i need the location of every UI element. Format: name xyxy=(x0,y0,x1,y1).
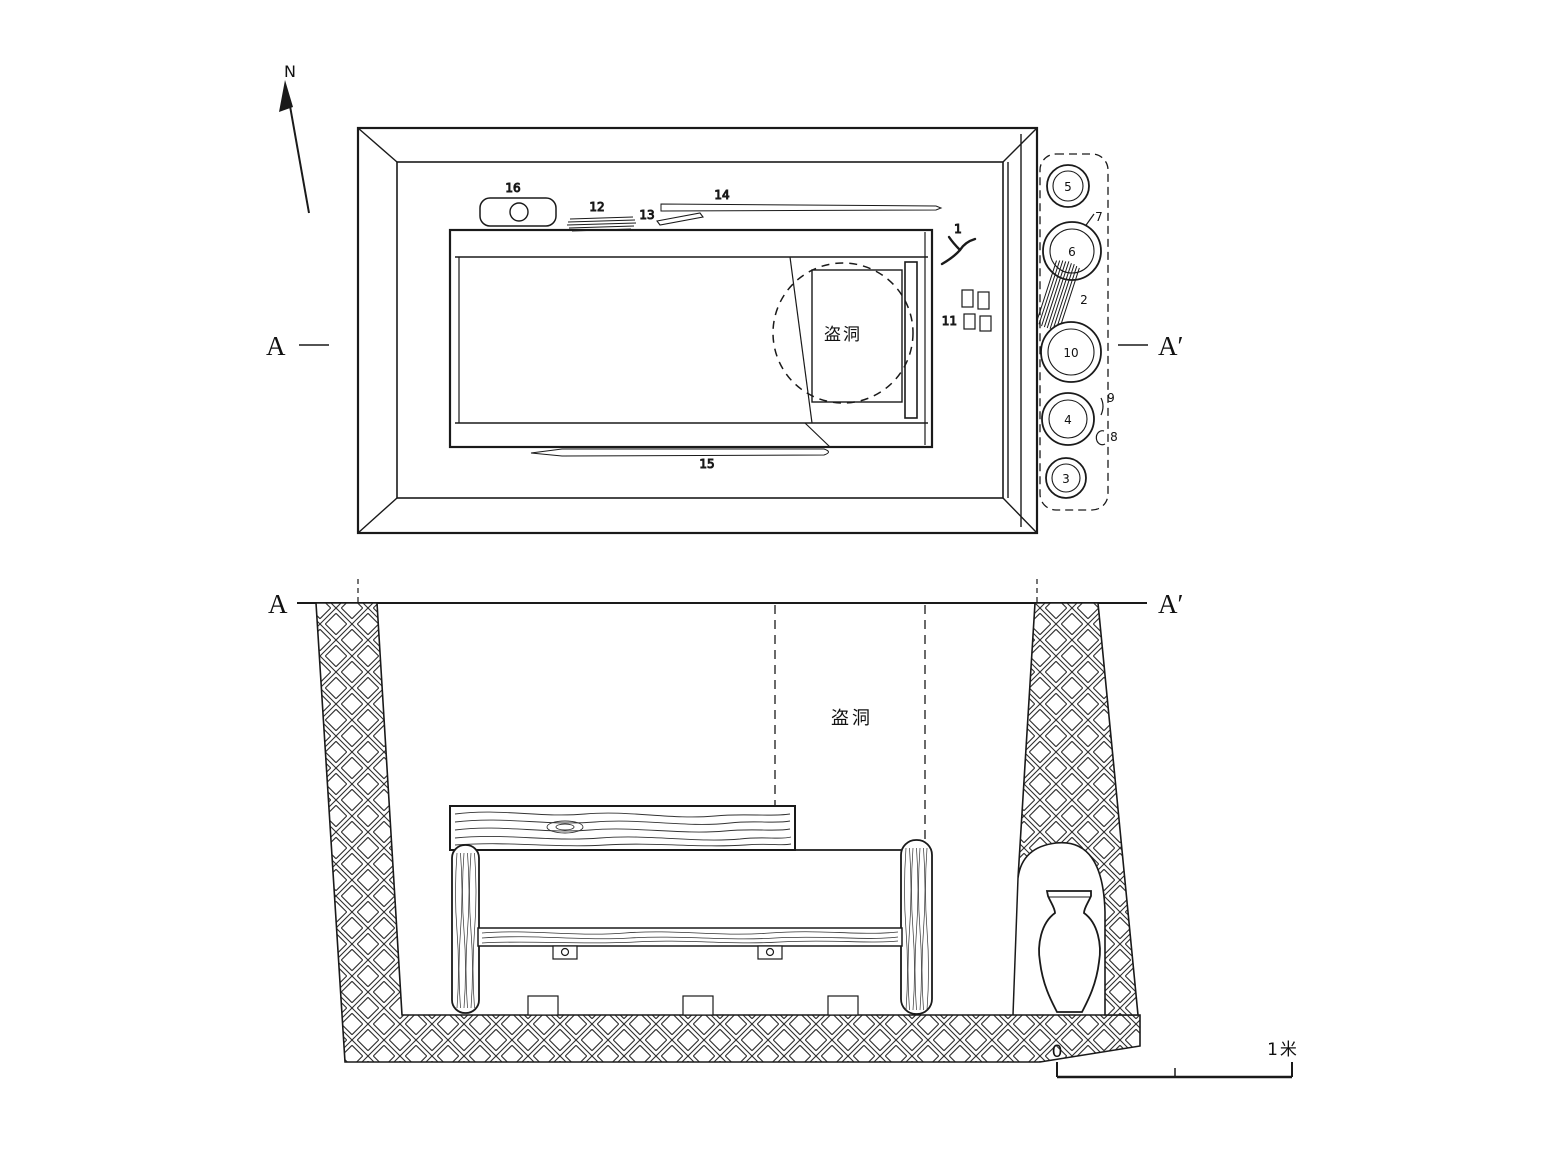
vessel-3 xyxy=(1045,457,1087,499)
robber-hole-dashed-circle xyxy=(772,262,914,404)
vessel-5-label: 5 xyxy=(1064,180,1072,194)
item-2-label: 2 xyxy=(1080,293,1088,307)
floor-plank-grain xyxy=(481,931,899,944)
end-board-right-grain xyxy=(904,847,929,1011)
item-9-label: 9 xyxy=(1107,391,1115,405)
niche-dashed-outline xyxy=(1039,153,1109,511)
coffin-section xyxy=(449,805,933,1016)
vessel-3-label: 3 xyxy=(1062,472,1070,486)
vessel-6 xyxy=(1042,221,1102,281)
section-view: A A′ 盗洞 xyxy=(268,579,1183,1063)
coffin-end-board-right xyxy=(900,839,933,1015)
artifact-16-label: 16 xyxy=(505,181,520,195)
plan-view: 盗洞 16 12 13 14 xyxy=(266,126,1183,535)
artifact-15 xyxy=(530,448,829,457)
plan-marker-left: A xyxy=(266,331,286,361)
earth-left-and-floor xyxy=(315,602,1141,1063)
lid-broken-edge xyxy=(789,256,813,424)
robber-hole-label-section: 盗洞 xyxy=(831,708,873,729)
floor-support-blocks xyxy=(552,945,783,960)
artifact-11 xyxy=(961,289,992,332)
lid-wood-grain xyxy=(454,811,792,847)
plan-marker-right: A′ xyxy=(1158,331,1183,361)
niche-left-edge xyxy=(1012,877,1019,1016)
vessel-5 xyxy=(1046,164,1090,208)
vessel-jar xyxy=(1038,890,1101,1013)
artifact-11-label: 11 xyxy=(942,314,957,328)
coffin-end-board-left xyxy=(451,844,480,1014)
item-8-label: 8 xyxy=(1110,430,1118,444)
artifact-13-label: 13 xyxy=(639,208,654,222)
item-9 xyxy=(1100,397,1104,416)
artifact-14 xyxy=(660,203,943,212)
niche-vessel-section xyxy=(1038,890,1101,1013)
artifact-13 xyxy=(656,212,704,226)
vessel-10-label: 10 xyxy=(1063,346,1078,360)
plan-artifacts: 16 12 13 14 1 xyxy=(479,181,992,472)
vessel-6-label: 6 xyxy=(1068,245,1076,259)
item-7-label: 7 xyxy=(1095,210,1103,224)
coffin-lid xyxy=(449,805,796,851)
niche-plan: 5 7 6 2 xyxy=(1035,153,1118,511)
scale-max-label: 1米 xyxy=(1267,1040,1299,1060)
item-2-brush xyxy=(1035,260,1080,330)
north-arrowhead xyxy=(279,80,293,112)
scale-bar xyxy=(1056,1062,1293,1079)
coffin-end-board-plan xyxy=(904,261,918,419)
coffin-floor-plank xyxy=(477,927,903,947)
robber-hole-section: 盗洞 xyxy=(774,605,926,843)
north-arrow xyxy=(279,80,310,214)
section-marker-left: A xyxy=(268,589,288,619)
artifact-1-label: 1 xyxy=(954,222,962,236)
artifact-14-label: 14 xyxy=(714,188,729,202)
artifact-1 xyxy=(940,235,977,266)
vessel-4-label: 4 xyxy=(1064,413,1072,427)
earth-right-wall xyxy=(1017,602,1139,1016)
artifact-16 xyxy=(479,197,557,227)
artifact-15-label: 15 xyxy=(699,457,714,471)
scale-zero-label: 0 xyxy=(1052,1042,1065,1062)
vessel-4 xyxy=(1041,392,1095,446)
artifact-12 xyxy=(566,216,637,232)
robber-hole-label-plan: 盗洞 xyxy=(824,325,862,345)
section-marker-right: A′ xyxy=(1158,589,1183,619)
artifact-12-label: 12 xyxy=(589,200,604,214)
item-8 xyxy=(1095,430,1106,446)
coffin-feet xyxy=(527,995,859,1016)
robber-hole-plan: 盗洞 xyxy=(772,262,914,404)
vessel-10 xyxy=(1040,321,1102,383)
end-board-left-grain xyxy=(455,852,477,1009)
north-label: N xyxy=(284,62,296,81)
